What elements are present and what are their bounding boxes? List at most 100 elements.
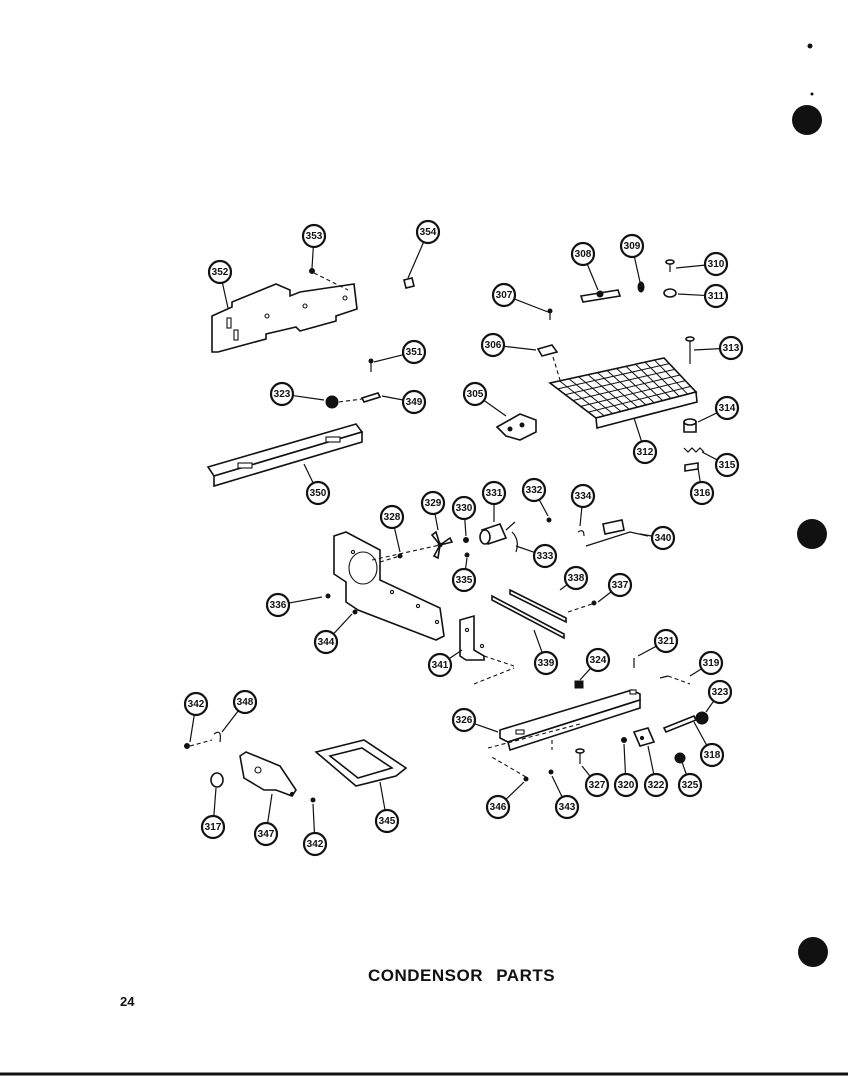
callout-346: 346 xyxy=(485,794,511,820)
part-345-drain-pan xyxy=(314,739,408,787)
callout-leader-314 xyxy=(697,412,718,423)
part-342-screw-lower xyxy=(310,797,316,803)
callout-circle xyxy=(301,223,327,249)
part-348-clip xyxy=(213,731,221,743)
callout-318: 318 xyxy=(699,742,725,768)
binder-hole-bottom xyxy=(798,937,828,967)
callout-label: 329 xyxy=(425,498,442,509)
callout-leader-310 xyxy=(675,264,706,269)
part-343-screw xyxy=(489,755,529,782)
part-332-screw xyxy=(546,517,552,523)
callout-leader-317 xyxy=(213,787,217,817)
callout-circle xyxy=(481,480,507,506)
callout-circle xyxy=(521,477,547,503)
callout-circle xyxy=(563,565,589,591)
callout-342: 342 xyxy=(183,691,209,717)
callout-circle xyxy=(253,821,279,847)
callout-leader-323 xyxy=(292,394,325,401)
callout-circle xyxy=(451,495,477,521)
page-title: CONDENSOR PARTS xyxy=(368,966,556,985)
callout-leader-343 xyxy=(551,775,563,798)
part-323-grommet-lower xyxy=(695,711,709,725)
callout-leader-325 xyxy=(681,761,687,775)
callout-label: 309 xyxy=(624,241,641,252)
callout-label: 317 xyxy=(205,822,222,833)
callout-leader-321 xyxy=(637,645,657,657)
callout-label: 351 xyxy=(406,347,423,358)
callout-leader-329 xyxy=(434,513,439,531)
callout-319: 319 xyxy=(698,650,724,676)
callout-320: 320 xyxy=(613,772,639,798)
callout-circle xyxy=(703,251,729,277)
callout-circle xyxy=(401,389,427,415)
callout-312: 312 xyxy=(632,439,658,465)
callout-circle xyxy=(632,439,658,465)
part-344-screw xyxy=(352,609,358,615)
part-326-base-rail xyxy=(487,689,641,752)
callout-label: 319 xyxy=(703,658,720,669)
callout-leader-335 xyxy=(464,557,468,570)
callout-342: 342 xyxy=(302,831,328,857)
callout-label: 346 xyxy=(490,802,507,813)
callout-label: 321 xyxy=(658,636,675,647)
callout-label: 325 xyxy=(682,780,699,791)
part-353-screw xyxy=(309,268,349,291)
part-328-screw xyxy=(397,553,403,559)
callout-leader-313 xyxy=(693,347,721,351)
callout-circle xyxy=(714,452,740,478)
callout-label: 311 xyxy=(708,291,725,302)
part-351-screw xyxy=(368,358,374,372)
callout-leader-334 xyxy=(579,506,583,527)
callout-circle xyxy=(374,808,400,834)
callout-circle xyxy=(451,567,477,593)
binder-hole-top xyxy=(792,105,822,135)
callout-label: 343 xyxy=(559,802,576,813)
callout-336: 336 xyxy=(265,592,291,618)
part-327-screw xyxy=(548,769,554,775)
part-334-clip xyxy=(577,530,585,537)
callout-label: 308 xyxy=(575,249,592,260)
callout-328: 328 xyxy=(379,504,405,530)
callout-339: 339 xyxy=(533,650,559,676)
callout-circle xyxy=(650,525,676,551)
part-308-tube xyxy=(579,289,622,303)
callout-349: 349 xyxy=(401,389,427,415)
callout-label: 324 xyxy=(590,655,607,666)
callout-label: 341 xyxy=(432,660,449,671)
callout-label: 310 xyxy=(708,259,725,270)
callout-leader-354 xyxy=(407,241,425,279)
callout-leader-327 xyxy=(581,765,591,777)
callout-label: 332 xyxy=(526,485,543,496)
part-337-screw xyxy=(567,600,597,613)
callout-316: 316 xyxy=(689,480,715,506)
coil-tube xyxy=(565,368,675,396)
callout-circle xyxy=(619,233,645,259)
callout-circle xyxy=(491,282,517,308)
callout-label: 320 xyxy=(618,780,635,791)
part-314-grommet xyxy=(683,418,697,433)
callout-label: 338 xyxy=(568,573,585,584)
part-336-screw xyxy=(325,593,331,599)
callout-label: 323 xyxy=(274,389,291,400)
part-324-grommet xyxy=(574,680,584,689)
callout-leader-324 xyxy=(579,667,592,681)
callout-leader-348 xyxy=(221,710,239,733)
callout-leader-308 xyxy=(586,263,599,291)
callout-circle xyxy=(585,647,611,673)
callout-circle xyxy=(401,339,427,365)
part-305-bracket xyxy=(495,413,537,441)
callout-352: 352 xyxy=(207,259,233,285)
callout-leader-306 xyxy=(503,345,537,351)
callout-308: 308 xyxy=(570,241,596,267)
callout-leader-307 xyxy=(514,298,549,313)
callout-353: 353 xyxy=(301,223,327,249)
part-311-washer xyxy=(663,288,677,298)
callout-323: 323 xyxy=(269,381,295,407)
callout-label: 340 xyxy=(655,533,672,544)
callout-leader-315 xyxy=(701,451,718,461)
callout-label: 314 xyxy=(719,403,736,414)
callout-314: 314 xyxy=(714,395,740,421)
coil-tube xyxy=(580,380,686,407)
callout-label: 337 xyxy=(612,580,629,591)
speck-mark xyxy=(810,92,814,96)
